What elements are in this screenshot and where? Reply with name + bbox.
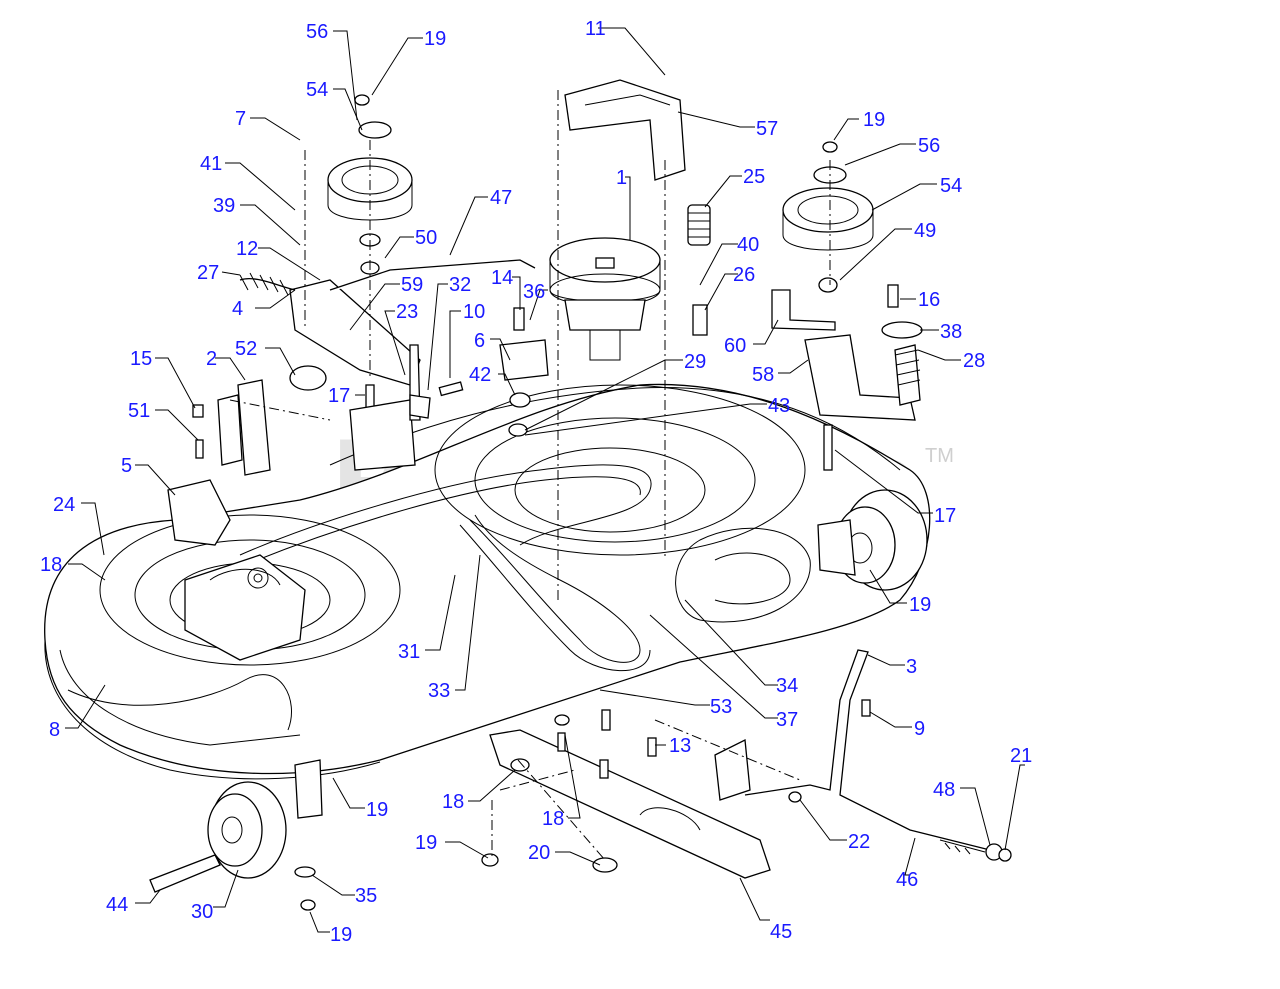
label-part-58[interactable]: 58 — [752, 364, 774, 386]
label-part-45[interactable]: 45 — [770, 921, 792, 943]
label-part-48[interactable]: 48 — [933, 779, 955, 801]
label-part-2[interactable]: 2 — [206, 348, 217, 370]
label-part-18-blade-left[interactable]: 18 — [442, 791, 464, 813]
label-part-19-right-wheel[interactable]: 19 — [909, 594, 931, 616]
label-part-44[interactable]: 44 — [106, 894, 128, 916]
part-number-labels: 1 2 3 4 5 6 7 8 9 10 11 12 13 14 15 16 1… — [40, 18, 1032, 946]
left-spindle-housing — [184, 554, 306, 661]
label-part-34[interactable]: 34 — [776, 675, 798, 697]
label-part-46[interactable]: 46 — [896, 869, 918, 891]
label-part-31[interactable]: 31 — [398, 641, 420, 663]
label-part-11[interactable]: 11 — [585, 18, 606, 40]
label-part-15[interactable]: 15 — [130, 348, 152, 370]
right-gauge-wheel — [817, 489, 928, 591]
center-small-parts — [499, 307, 549, 437]
label-part-21[interactable]: 21 — [1010, 745, 1032, 767]
label-part-51[interactable]: 51 — [128, 400, 150, 422]
label-part-4[interactable]: 4 — [232, 298, 243, 320]
label-part-59[interactable]: 59 — [401, 274, 423, 296]
label-part-1[interactable]: 1 — [616, 167, 627, 189]
label-part-50[interactable]: 50 — [415, 227, 437, 249]
label-part-43[interactable]: 43 — [768, 395, 790, 417]
label-part-33[interactable]: 33 — [428, 680, 450, 702]
label-part-47[interactable]: 47 — [490, 187, 512, 209]
label-part-3[interactable]: 3 — [906, 656, 917, 678]
spring-assembly — [687, 204, 711, 336]
label-part-19-rear-bracket[interactable]: 19 — [366, 799, 388, 821]
idler-rod — [329, 259, 536, 291]
watermark-trademark: TM — [925, 445, 954, 467]
label-part-60[interactable]: 60 — [724, 335, 746, 357]
deck-housing — [44, 383, 931, 780]
label-part-17-left[interactable]: 17 — [328, 385, 350, 407]
label-part-25[interactable]: 25 — [743, 166, 765, 188]
label-part-53[interactable]: 53 — [710, 696, 732, 718]
label-part-24[interactable]: 24 — [53, 494, 75, 516]
label-part-13[interactable]: 13 — [669, 735, 691, 757]
lift-rod-assembly — [714, 649, 1012, 862]
label-part-36[interactable]: 36 — [523, 281, 545, 303]
label-part-19-top-right[interactable]: 19 — [863, 109, 885, 131]
label-part-57[interactable]: 57 — [756, 118, 778, 140]
label-part-19-top-left[interactable]: 19 — [424, 28, 446, 50]
label-part-56-left[interactable]: 56 — [306, 21, 328, 43]
label-part-39[interactable]: 39 — [213, 195, 235, 217]
right-tension-bracket — [771, 284, 923, 471]
label-part-49[interactable]: 49 — [914, 220, 936, 242]
label-part-5[interactable]: 5 — [121, 455, 132, 477]
label-part-29[interactable]: 29 — [684, 351, 706, 373]
label-part-37[interactable]: 37 — [776, 709, 798, 731]
belt-guard-bracket — [564, 79, 686, 181]
label-part-42[interactable]: 42 — [469, 364, 491, 386]
label-part-41[interactable]: 41 — [200, 153, 222, 175]
label-part-19-rear-wheel[interactable]: 19 — [330, 924, 352, 946]
label-part-20[interactable]: 20 — [528, 842, 550, 864]
label-part-38[interactable]: 38 — [940, 321, 962, 343]
label-part-19-blade[interactable]: 19 — [415, 832, 437, 854]
label-part-9[interactable]: 9 — [914, 718, 925, 740]
label-part-54-left[interactable]: 54 — [306, 79, 328, 101]
label-part-17-right[interactable]: 17 — [934, 505, 956, 527]
label-part-54-right[interactable]: 54 — [940, 175, 962, 197]
label-part-23[interactable]: 23 — [396, 301, 418, 323]
label-part-7[interactable]: 7 — [235, 108, 246, 130]
mower-blade — [481, 709, 771, 879]
left-gauge-wheel — [149, 759, 323, 911]
left-brackets — [167, 344, 464, 546]
leader-lines — [65, 27, 1025, 933]
label-part-16[interactable]: 16 — [918, 289, 940, 311]
label-part-30[interactable]: 30 — [191, 901, 213, 923]
label-part-8[interactable]: 8 — [49, 719, 60, 741]
label-part-12[interactable]: 12 — [236, 238, 258, 260]
right-idler-pulley — [782, 141, 874, 293]
label-part-27[interactable]: 27 — [197, 262, 219, 284]
label-part-56-right[interactable]: 56 — [918, 135, 940, 157]
label-part-18-blade-right[interactable]: 18 — [542, 808, 564, 830]
label-part-32[interactable]: 32 — [449, 274, 471, 296]
label-part-28[interactable]: 28 — [963, 350, 985, 372]
label-part-26[interactable]: 26 — [733, 264, 755, 286]
label-part-22[interactable]: 22 — [848, 831, 870, 853]
label-part-18-left[interactable]: 18 — [40, 554, 62, 576]
label-part-10[interactable]: 10 — [463, 301, 485, 323]
label-part-35[interactable]: 35 — [355, 885, 377, 907]
label-part-40[interactable]: 40 — [737, 234, 759, 256]
label-part-14[interactable]: 14 — [491, 267, 513, 289]
drive-belts — [239, 464, 652, 672]
label-part-52[interactable]: 52 — [235, 338, 257, 360]
label-part-6[interactable]: 6 — [474, 330, 485, 352]
center-spindle-pulley — [549, 237, 661, 361]
assembly-center-lines — [229, 90, 831, 861]
